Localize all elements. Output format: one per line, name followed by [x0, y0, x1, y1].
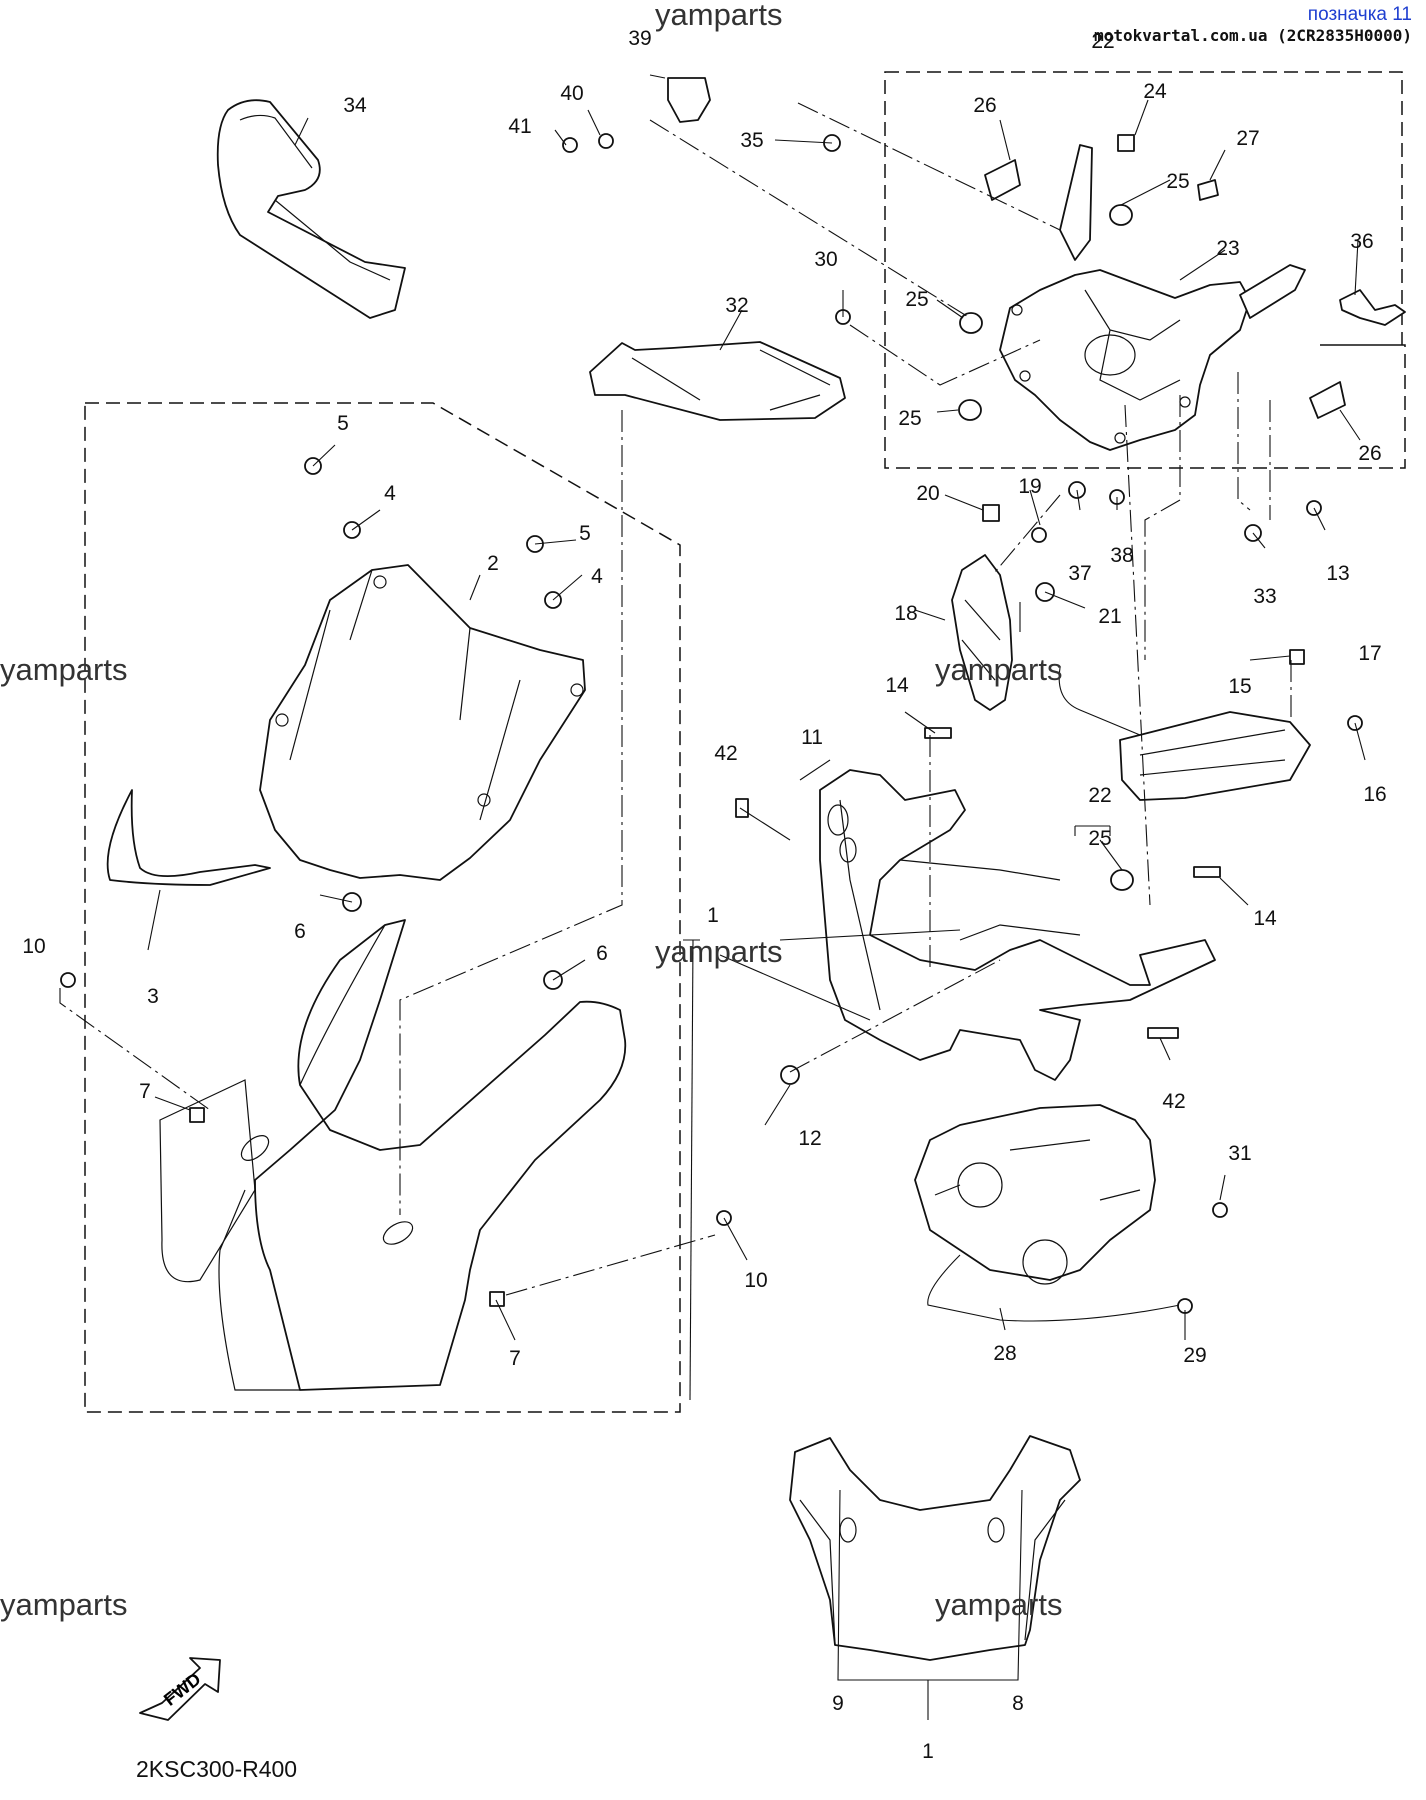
callout-25: 25: [1166, 170, 1189, 193]
watermark: yamparts: [935, 652, 1062, 687]
inner-panel-11: [819, 769, 1216, 1081]
mirror-34: [216, 99, 406, 319]
lamp-18: [951, 554, 1013, 711]
callout-28: 28: [993, 1342, 1016, 1365]
header-title: позначка 11: [1307, 4, 1412, 25]
callout-24: 24: [1143, 80, 1167, 103]
callout-21: 21: [1098, 605, 1121, 628]
callout-19: 19: [1018, 475, 1041, 498]
bracket-36: [1339, 289, 1406, 326]
collar-27: [1197, 179, 1219, 201]
diagram-code: 2KSC300-R400: [136, 1756, 298, 1782]
callout-9: 9: [832, 1692, 844, 1715]
leader-lines: [59, 74, 1366, 1720]
callout-8: 8: [1012, 1692, 1024, 1715]
signal-lamp-32: [589, 341, 846, 421]
callout-20: 20: [916, 482, 939, 505]
callout-36: 36: [1350, 230, 1373, 253]
callout-13: 13: [1326, 562, 1349, 585]
callout-4: 4: [384, 482, 396, 505]
callout-39: 39: [628, 27, 651, 50]
callout-1b: 1: [922, 1740, 934, 1763]
callout-4b: 4: [591, 565, 603, 588]
callout-6b: 6: [596, 942, 608, 965]
callout-22: 22: [1091, 30, 1114, 53]
callout-27: 27: [1236, 127, 1259, 150]
callout-26: 26: [973, 94, 996, 117]
group-box-22: [884, 71, 1406, 469]
fwd-arrow-icon: FWD: [139, 1657, 221, 1721]
callout-25b: 25: [905, 288, 928, 311]
stay-bracket-23: [999, 144, 1306, 451]
callout-33: 33: [1253, 585, 1276, 608]
cowling-1: [159, 919, 627, 1391]
callout-34: 34: [343, 94, 367, 117]
callout-42: 42: [714, 742, 737, 765]
watermark: yamparts: [935, 1587, 1062, 1622]
callout-41: 41: [508, 115, 531, 138]
callout-10b: 10: [744, 1269, 767, 1292]
callout-40: 40: [560, 82, 583, 105]
callout-11: 11: [801, 726, 823, 749]
callout-14b: 14: [1253, 907, 1277, 930]
callout-3: 3: [147, 985, 159, 1008]
callout-7b: 7: [509, 1347, 521, 1370]
header-source: motokvartal.com.ua (2CR2835H0000): [1094, 26, 1412, 45]
watermark: yamparts: [0, 652, 127, 687]
callout-15: 15: [1228, 675, 1251, 698]
nut-24: [1117, 134, 1135, 152]
cowling-lower-1: [789, 1435, 1081, 1661]
watermark: yamparts: [0, 1587, 127, 1622]
watermark: yamparts: [655, 934, 782, 969]
callout-5b: 5: [579, 522, 591, 545]
lamp-15: [1058, 667, 1311, 801]
callout-14: 14: [885, 674, 909, 697]
bracket-39: [667, 77, 711, 123]
callout-2: 2: [487, 552, 499, 575]
callout-38: 38: [1110, 544, 1133, 567]
callout-17: 17: [1358, 642, 1381, 665]
callout-32: 32: [725, 294, 748, 317]
trim-3: [106, 789, 271, 886]
callout-1: 1: [707, 904, 719, 927]
callout-26b: 26: [1358, 442, 1381, 465]
plate-26: [984, 159, 1346, 419]
callout-42b: 42: [1162, 1090, 1185, 1113]
callout-25d: 25: [1088, 827, 1111, 850]
callout-16: 16: [1363, 783, 1386, 806]
callout-25c: 25: [898, 407, 921, 430]
callout-29: 29: [1183, 1344, 1206, 1367]
callout-10: 10: [22, 935, 45, 958]
callout-5: 5: [337, 412, 349, 435]
callout-6: 6: [294, 920, 306, 943]
callout-12: 12: [798, 1127, 821, 1150]
windscreen-2: [259, 564, 586, 881]
callout-numbers: 34 39 40 41 35 22 24 26 27 25 23 36 30 3…: [22, 27, 1386, 1763]
headlight-assembly: [914, 1104, 1181, 1322]
callout-18: 18: [894, 602, 917, 625]
callout-30: 30: [814, 248, 837, 271]
callout-37: 37: [1068, 562, 1091, 585]
callout-7: 7: [139, 1080, 151, 1103]
callout-23: 23: [1216, 237, 1239, 260]
callout-35: 35: [740, 129, 763, 152]
watermark: yamparts: [655, 0, 782, 32]
callout-22b: 22: [1088, 784, 1111, 807]
callout-31: 31: [1228, 1142, 1251, 1165]
